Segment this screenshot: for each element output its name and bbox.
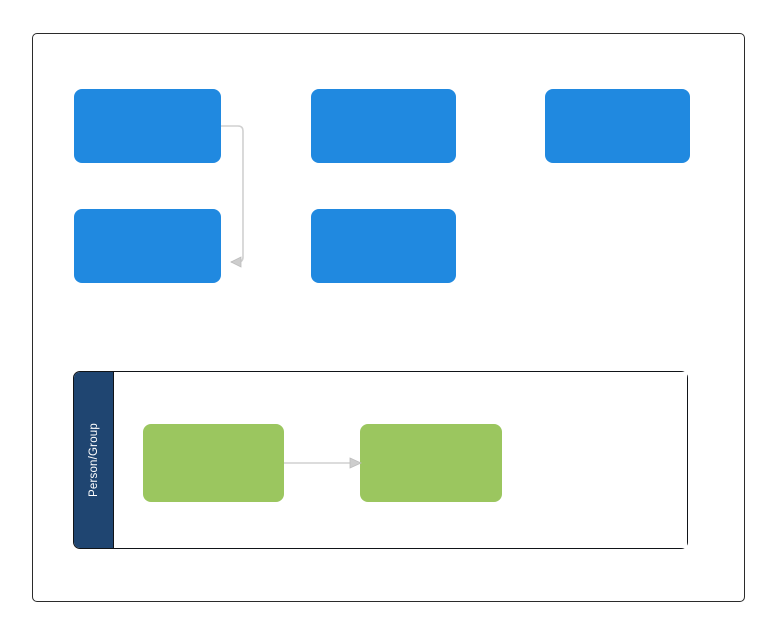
lane-task-node-2-label: [360, 424, 502, 502]
lane-header-label: Person/Group: [87, 423, 100, 497]
task-node-2[interactable]: [311, 89, 456, 163]
lane-task-node-1-label: [143, 424, 284, 502]
task-node-2-label: [311, 89, 456, 163]
task-node-1[interactable]: [74, 89, 221, 163]
task-node-4[interactable]: [74, 209, 221, 283]
task-node-5-label: [311, 209, 456, 283]
task-node-3-label: [545, 89, 690, 163]
lane-task-node-2[interactable]: [360, 424, 502, 502]
task-node-3[interactable]: [545, 89, 690, 163]
task-node-4-label: [74, 209, 221, 283]
task-node-5[interactable]: [311, 209, 456, 283]
lane-task-node-1[interactable]: [143, 424, 284, 502]
lane-header-person-group[interactable]: Person/Group: [74, 372, 114, 548]
task-node-1-label: [74, 89, 221, 163]
